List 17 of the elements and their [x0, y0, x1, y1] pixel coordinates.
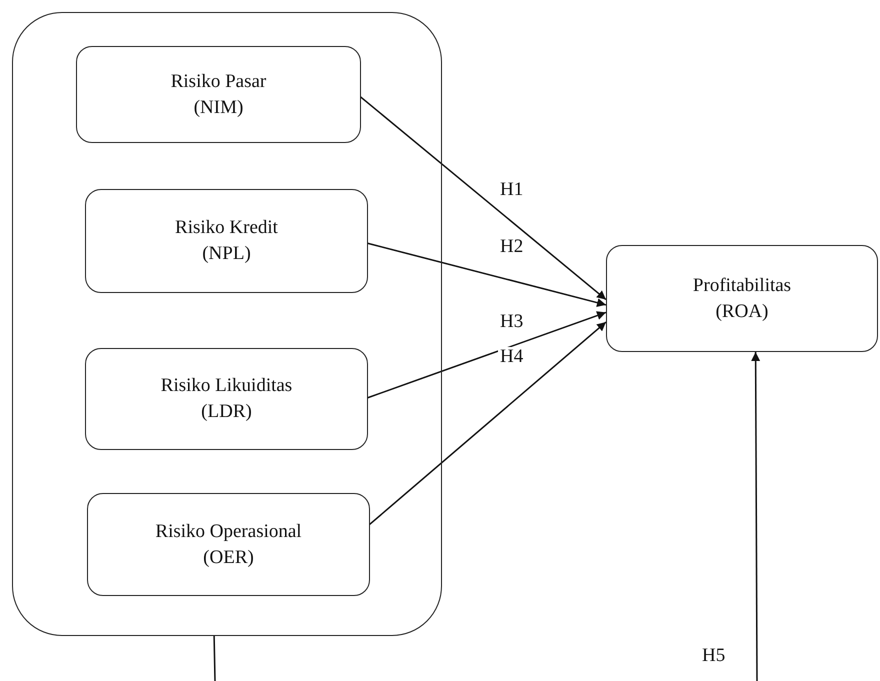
variable-box	[85, 189, 368, 293]
variable-label: Risiko Operasional (OER)	[154, 520, 303, 570]
arrow	[366, 242, 606, 308]
connector-line	[213, 636, 216, 681]
variable-box	[606, 245, 878, 352]
arrow	[751, 352, 760, 681]
variable-label: Risiko Kredit (NPL)	[174, 216, 279, 266]
variable-box	[87, 493, 370, 596]
variable-label: Risiko Pasar (NIM)	[170, 70, 268, 120]
arrow	[360, 96, 606, 300]
variable-box	[76, 46, 361, 143]
arrow	[366, 311, 606, 399]
variable-box	[85, 348, 368, 450]
arrow	[368, 321, 606, 526]
group-box	[12, 12, 442, 636]
variable-label: Risiko Likuiditas (LDR)	[160, 374, 294, 424]
variable-label: Profitabilitas (ROA)	[692, 274, 792, 324]
